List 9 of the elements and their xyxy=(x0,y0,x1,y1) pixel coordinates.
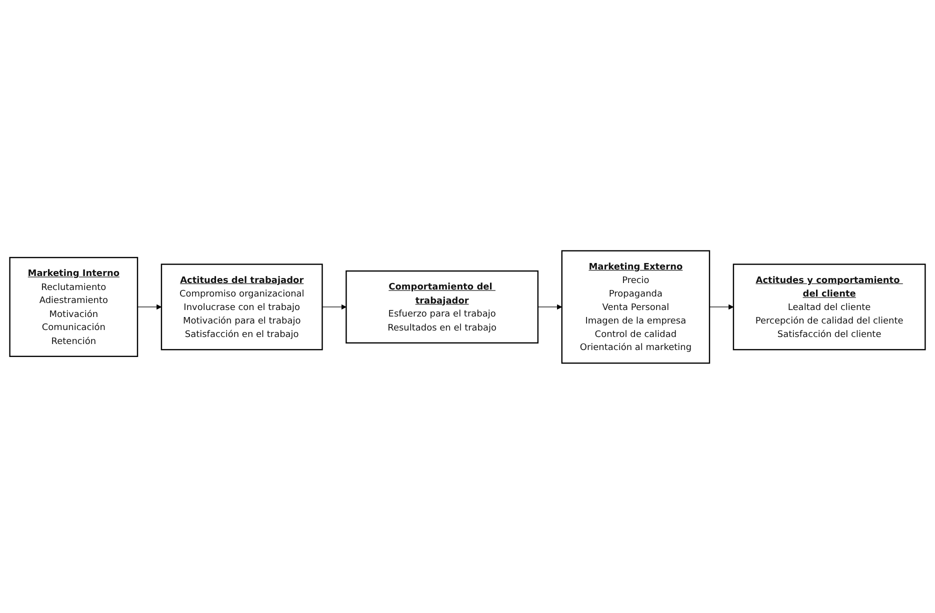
node-box: Marketing Interno Reclutamiento Adiestramiento Motivación Comunicación Retención xyxy=(9,256,138,357)
arrow xyxy=(538,304,562,310)
node-box: Marketing Externo Precio Propaganda Venta Personal Imagen de la empresa Control de calidad Orientación al marketing xyxy=(561,250,710,364)
arrow xyxy=(322,304,346,310)
arrow xyxy=(137,304,162,310)
node-box: Actitudes del trabajador Compromiso organizacional Involucrase con el trabajo Motivación para el trabajo Satisfacción en el trabajo xyxy=(160,263,323,350)
arrow xyxy=(709,304,734,310)
node-box: Comportamiento del trabajador Esfuerzo para el trabajo Resultados en el trabajo xyxy=(346,270,539,344)
node-box: Actitudes y comportamiento del cliente Lealtad del cliente Percepción de calidad del cliente Satisfacción del cliente xyxy=(732,263,926,350)
